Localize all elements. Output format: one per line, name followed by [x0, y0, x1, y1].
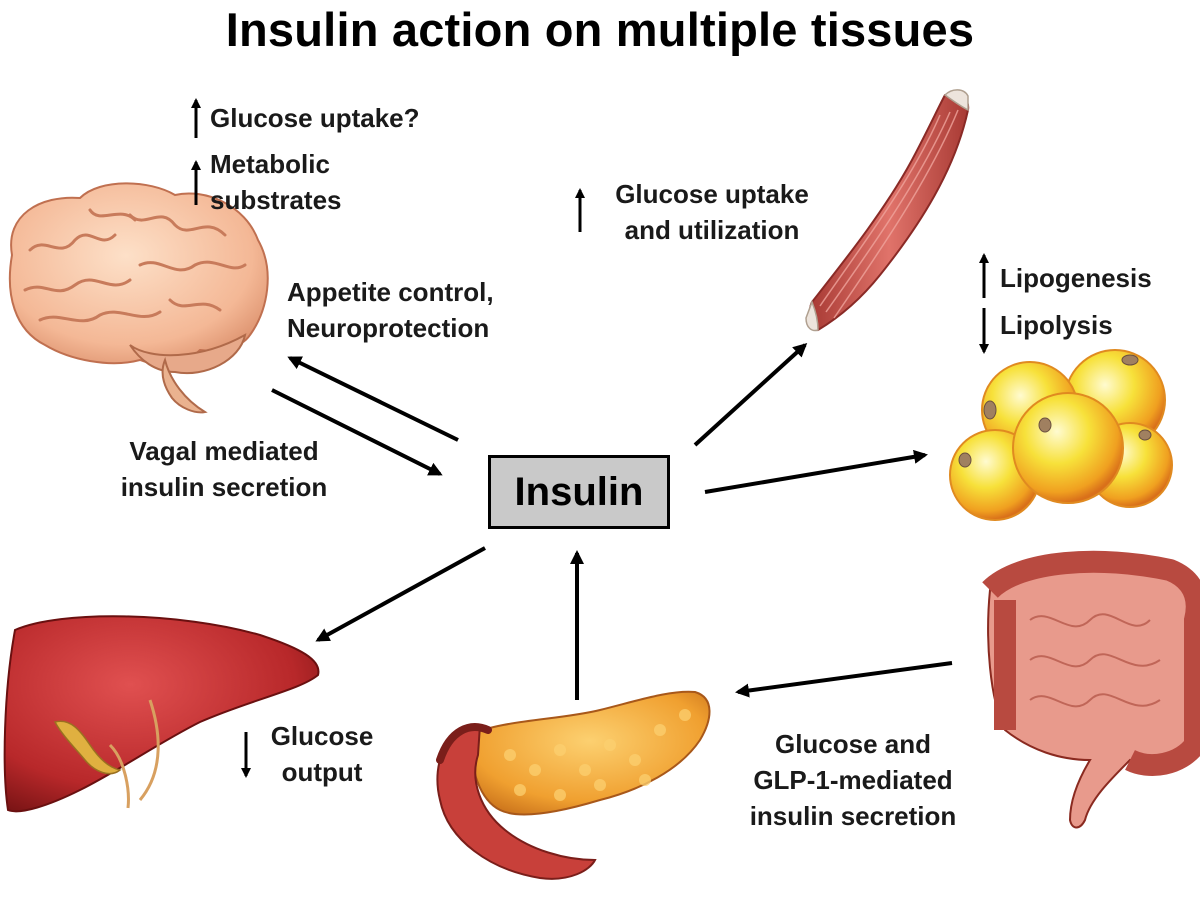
arrow-brain-to-insulin: [271, 388, 443, 476]
label-line: insulin secretion: [120, 472, 328, 502]
brain-action-label: Appetite control, Neuroprotection: [287, 274, 494, 346]
arrow-insulin-to-brain: [287, 356, 459, 442]
label-line: substrates: [210, 185, 342, 215]
label-line: output: [281, 757, 363, 787]
muscle-illustration: [805, 89, 970, 332]
label-line: Metabolic: [210, 149, 330, 179]
label-line: GLP-1-mediated: [753, 765, 953, 795]
adipose-illustration: [949, 349, 1173, 521]
arrow-insulin-to-muscle: [693, 342, 808, 447]
label-line: and utilization: [624, 215, 800, 245]
label-line: Vagal mediated: [129, 436, 319, 466]
adipose-effect-lipogenesis: Lipogenesis: [1000, 263, 1152, 293]
muscle-effect-label: Glucose uptake and utilization: [592, 176, 832, 248]
gut-feedback-label: Glucose and GLP-1-mediated insulin secre…: [718, 726, 988, 834]
arrow-insulin-to-liver: [315, 546, 486, 642]
liver-effect-label: Glucose output: [255, 718, 389, 790]
insulin-box: Insulin: [488, 455, 670, 529]
diagram-title: Insulin action on multiple tissues: [225, 3, 975, 56]
pancreas-illustration: [436, 690, 711, 880]
label-line: Glucose uptake: [615, 179, 809, 209]
label-line: Appetite control,: [287, 277, 494, 307]
label-line: insulin secretion: [749, 801, 957, 831]
label-line: Neuroprotection: [287, 313, 490, 343]
brain-effect-glucose-uptake: Glucose uptake?: [210, 103, 420, 133]
liver-illustration: [3, 615, 320, 813]
arrow-insulin-to-adipose: [704, 449, 928, 494]
brain-feedback-label: Vagal mediated insulin secretion: [90, 433, 358, 505]
arrow-intestine-to-pancreas: [735, 661, 953, 698]
label-line: Glucose: [270, 721, 374, 751]
label-line: Glucose and: [774, 729, 932, 759]
adipose-effect-lipolysis: Lipolysis: [1000, 310, 1113, 340]
brain-illustration: [8, 182, 269, 414]
intestine-illustration: [982, 550, 1200, 829]
brain-effect-metabolic-substrates: Metabolic substrates: [210, 146, 342, 218]
